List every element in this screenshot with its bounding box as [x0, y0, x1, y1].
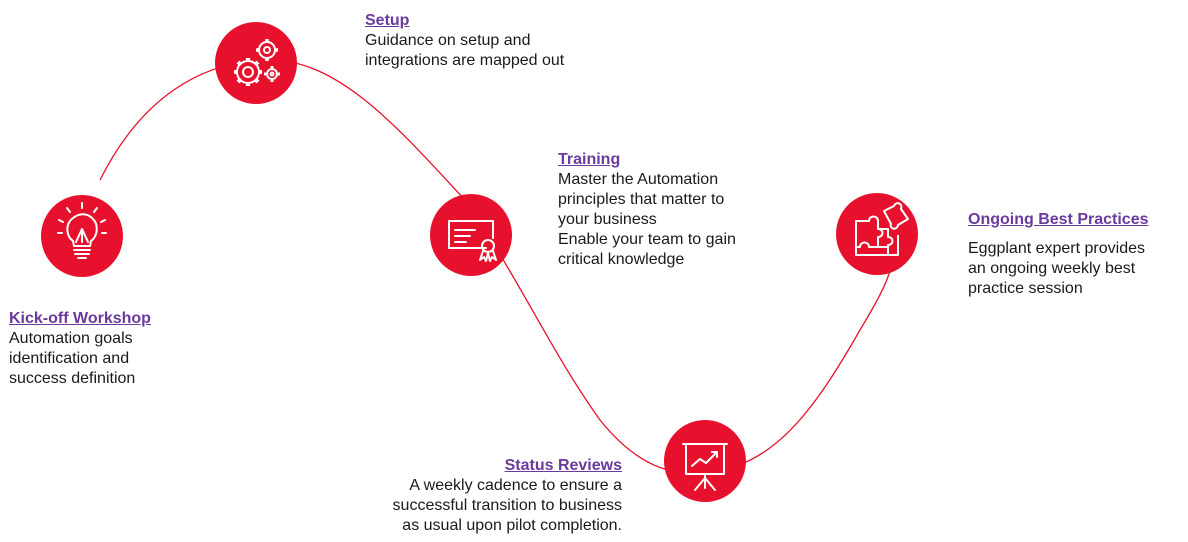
kickoff-workshop-title[interactable]: Kick-off Workshop: [9, 310, 151, 327]
setup-text: Setup Guidance on setup and integrations…: [365, 11, 564, 71]
gears-icon: [234, 39, 280, 86]
status-reviews-description: A weekly cadence to ensure a successful …: [392, 477, 622, 534]
setup-description: Guidance on setup and integrations are m…: [365, 32, 565, 69]
kickoff-workshop-text: Kick-off Workshop Automation goals ident…: [9, 309, 151, 389]
training-description: Master the Automation principles that ma…: [558, 171, 736, 268]
puzzle-icon: [855, 202, 909, 256]
setup-node: [215, 22, 297, 104]
status-reviews-title[interactable]: Status Reviews: [504, 457, 622, 474]
training-text: Training Master the Automation principle…: [558, 150, 736, 270]
kickoff-workshop-node: [41, 195, 123, 277]
presentation-chart-icon: [682, 443, 728, 491]
training-title[interactable]: Training: [558, 151, 621, 168]
lightbulb-icon: [57, 202, 107, 259]
best-practices-title[interactable]: Ongoing Best Practices: [968, 211, 1149, 228]
best-practices-description: Eggplant expert provides an ongoing week…: [968, 240, 1145, 297]
best-practices-node: [836, 193, 918, 275]
setup-title[interactable]: Setup: [365, 12, 410, 29]
kickoff-workshop-description: Automation goals identification and succ…: [9, 330, 136, 387]
training-node: [430, 194, 512, 276]
best-practices-text: Ongoing Best Practices Eggplant expert p…: [968, 210, 1149, 299]
certificate-icon: [448, 220, 497, 262]
status-reviews-text: Status Reviews A weekly cadence to ensur…: [340, 456, 622, 536]
status-reviews-node: [664, 420, 746, 502]
